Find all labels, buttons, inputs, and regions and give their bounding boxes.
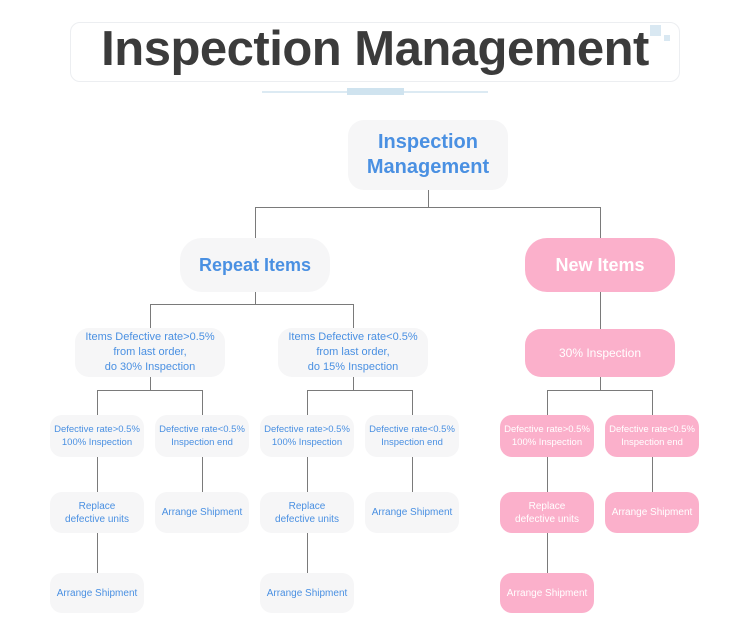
node-new-items[interactable]: New Items: [525, 238, 675, 292]
node-label: Repeat Items: [198, 254, 312, 275]
connector-b2-to-shipment: [412, 457, 414, 492]
node-a2-rate-lt-inspection-end[interactable]: Defective rate<0.5% Inspection end: [155, 415, 249, 457]
node-label-line2: 100% Inspection: [271, 437, 343, 448]
connector-n30-bus: [547, 390, 653, 392]
page-title: Inspection Management: [101, 22, 649, 76]
connector-root-bus: [255, 207, 601, 209]
node-b1-replace-defective-units[interactable]: Replace defective units: [260, 492, 354, 533]
node-a2-arrange-shipment[interactable]: Arrange Shipment: [155, 492, 249, 533]
node-a1-final-arrange-shipment[interactable]: Arrange Shipment: [50, 573, 144, 613]
decorative-square-large-icon: [650, 25, 661, 36]
node-label-line2: defective units: [515, 513, 579, 525]
connector-rgt-to-a1: [97, 390, 99, 415]
connector-replace-b-to-shipment: [307, 533, 309, 573]
node-label-line1: Defective rate<0.5%: [369, 424, 455, 435]
node-b1-final-arrange-shipment[interactable]: Arrange Shipment: [260, 573, 354, 613]
node-label-line1: Replace: [528, 500, 566, 512]
title-card: [70, 22, 680, 82]
node-c2-arrange-shipment[interactable]: Arrange Shipment: [605, 492, 699, 533]
node-label-line3: do 30% Inspection: [104, 361, 196, 373]
node-repeat-rate-lt[interactable]: Items Defective rate<0.5% from last orde…: [278, 328, 428, 377]
connector-rgt-to-a2: [202, 390, 204, 415]
connector-root-to-repeat: [255, 207, 257, 238]
connector-root-down: [428, 190, 430, 208]
connector-b1-to-replace: [307, 457, 309, 492]
connector-repeat-down: [255, 292, 257, 305]
node-a1-rate-gt-100-inspection[interactable]: Defective rate>0.5% 100% Inspection: [50, 415, 144, 457]
node-label-line1: Inspection: [377, 131, 478, 153]
node-label-line2: Inspection end: [621, 437, 683, 448]
node-repeat-items[interactable]: Repeat Items: [180, 238, 330, 292]
connector-root-to-new: [600, 207, 602, 238]
connector-repeat-to-rlt: [353, 304, 355, 328]
connector-replace-a-to-shipment: [97, 533, 99, 573]
node-label-line1: Replace: [288, 500, 326, 512]
node-label-line1: Defective rate>0.5%: [504, 424, 590, 435]
node-label-line1: Defective rate<0.5%: [159, 424, 245, 435]
node-b1-rate-gt-100-inspection[interactable]: Defective rate>0.5% 100% Inspection: [260, 415, 354, 457]
node-c2-rate-lt-inspection-end[interactable]: Defective rate<0.5% Inspection end: [605, 415, 699, 457]
connector-rlt-to-b1: [307, 390, 309, 415]
connector-replace-c-to-shipment: [547, 533, 549, 573]
connector-rlt-down: [353, 377, 355, 391]
node-label: Arrange Shipment: [266, 587, 348, 599]
node-repeat-rate-gt[interactable]: Items Defective rate>0.5% from last orde…: [75, 328, 225, 377]
node-b2-arrange-shipment[interactable]: Arrange Shipment: [365, 492, 459, 533]
node-label: 30% Inspection: [558, 346, 642, 360]
node-label-line1: Defective rate<0.5%: [609, 424, 695, 435]
node-label-line1: Defective rate>0.5%: [264, 424, 350, 435]
connector-new-to-30: [600, 292, 602, 329]
node-label: Arrange Shipment: [611, 507, 693, 518]
node-label-line1: Replace: [78, 500, 116, 512]
node-c1-replace-defective-units[interactable]: Replace defective units: [500, 492, 594, 533]
connector-a1-to-replace: [97, 457, 99, 492]
node-label-line3: do 15% Inspection: [307, 361, 399, 373]
connector-n30-down: [600, 377, 602, 391]
title-divider-accent: [347, 88, 404, 95]
connector-c2-to-shipment: [652, 457, 654, 492]
node-label-line2: defective units: [65, 513, 129, 525]
node-label-line1: Items Defective rate>0.5%: [85, 331, 215, 343]
connector-c1-to-replace: [547, 457, 549, 492]
connector-rgt-bus: [97, 390, 203, 392]
node-label-line1: Defective rate>0.5%: [54, 424, 140, 435]
node-label: New Items: [555, 254, 645, 275]
node-label-line2: 100% Inspection: [61, 437, 133, 448]
connector-rgt-down: [150, 377, 152, 391]
node-c1-rate-gt-100-inspection[interactable]: Defective rate>0.5% 100% Inspection: [500, 415, 594, 457]
connector-n30-to-c2: [652, 390, 654, 415]
connector-repeat-to-rgt: [150, 304, 152, 328]
node-label: Arrange Shipment: [56, 587, 138, 599]
node-label-line2: Management: [366, 156, 490, 178]
connector-a2-to-shipment: [202, 457, 204, 492]
node-30-percent-inspection[interactable]: 30% Inspection: [525, 329, 675, 377]
connector-n30-to-c1: [547, 390, 549, 415]
node-b2-rate-lt-inspection-end[interactable]: Defective rate<0.5% Inspection end: [365, 415, 459, 457]
node-label-line2: from last order,: [113, 346, 187, 358]
decorative-square-small-icon: [664, 35, 670, 41]
node-inspection-management[interactable]: Inspection Management: [348, 120, 508, 190]
node-label-line2: 100% Inspection: [511, 437, 583, 448]
node-label-line2: defective units: [275, 513, 339, 525]
connector-repeat-bus: [150, 304, 354, 306]
node-a1-replace-defective-units[interactable]: Replace defective units: [50, 492, 144, 533]
node-c1-final-arrange-shipment[interactable]: Arrange Shipment: [500, 573, 594, 613]
node-label-line1: Items Defective rate<0.5%: [288, 331, 418, 343]
node-label: Arrange Shipment: [161, 507, 243, 518]
node-label-line2: from last order,: [316, 346, 390, 358]
node-label: Arrange Shipment: [371, 507, 453, 518]
connector-rlt-to-b2: [412, 390, 414, 415]
connector-rlt-bus: [307, 390, 413, 392]
node-label-line2: Inspection end: [171, 437, 233, 448]
node-label-line2: Inspection end: [381, 437, 443, 448]
node-label: Arrange Shipment: [506, 587, 588, 599]
